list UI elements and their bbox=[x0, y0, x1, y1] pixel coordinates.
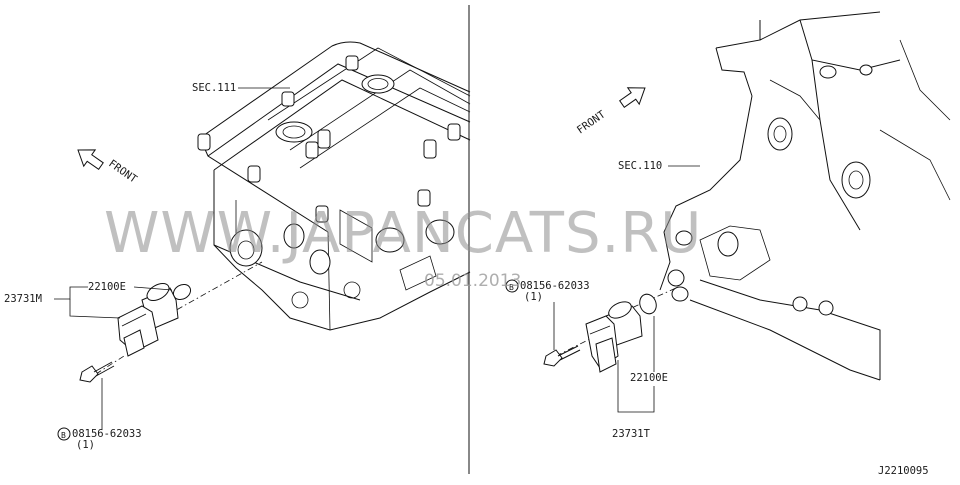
left-front-label: FRONT bbox=[106, 158, 139, 186]
right-engine-block bbox=[659, 11, 951, 381]
left-bolt-qty: (1) bbox=[76, 439, 95, 451]
left-bolt-marker: B bbox=[61, 431, 66, 440]
right-oring bbox=[639, 293, 657, 315]
watermark-text: WWW.JAPANCATS.RU bbox=[104, 201, 702, 266]
right-front-arrow-icon bbox=[619, 87, 646, 108]
left-section-label: SEC.111 bbox=[192, 82, 236, 94]
left-labels: SEC.111 FRONT 22100E 23731M B 08156-6203… bbox=[4, 82, 290, 451]
right-bolt-qty: (1) bbox=[524, 291, 543, 303]
right-bolt-part: 08156-62033 bbox=[520, 280, 590, 292]
right-sensor-assembly bbox=[543, 287, 677, 373]
left-sensor-label: 23731M bbox=[4, 293, 42, 305]
left-front-arrow-icon bbox=[77, 149, 104, 171]
right-bolt-marker-icon bbox=[505, 279, 519, 293]
right-front-label: FRONT bbox=[575, 108, 608, 136]
right-section-label: SEC.110 bbox=[618, 160, 662, 172]
left-bolt-part: 08156-62033 bbox=[72, 428, 142, 440]
right-bolt-marker: B bbox=[509, 283, 514, 292]
right-oring-label: 22100E bbox=[630, 372, 668, 384]
left-engine-head bbox=[197, 41, 471, 331]
left-sensor-assembly bbox=[79, 261, 263, 383]
left-bolt-marker-icon bbox=[57, 427, 71, 441]
left-bolt bbox=[79, 361, 115, 383]
left-oring-label: 22100E bbox=[88, 281, 126, 293]
right-bolt bbox=[543, 345, 581, 367]
diagram-code: J2210095 bbox=[878, 465, 929, 477]
watermark-date: 05.01.2013 bbox=[424, 271, 521, 291]
right-sensor-label: 23731T bbox=[612, 428, 651, 440]
